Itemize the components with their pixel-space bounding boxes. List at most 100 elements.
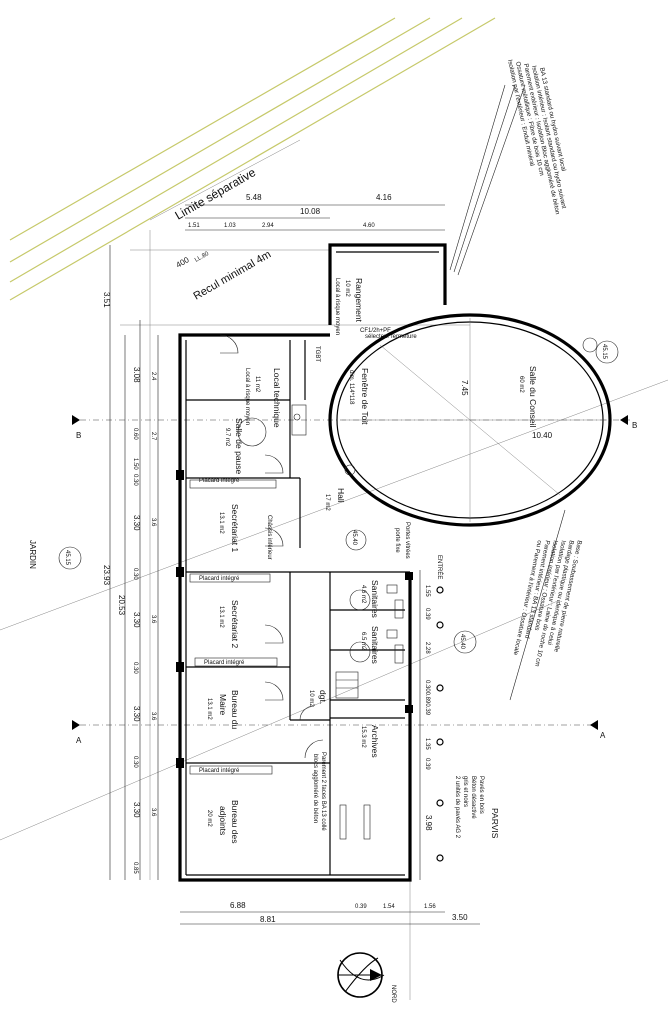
- dim-top-4-16: 4.16: [376, 193, 392, 202]
- parvis-label: PARVIS: [490, 808, 500, 839]
- room-labels: Rangement 10 m2 Local à risque moyen Loc…: [199, 278, 553, 843]
- setback-400: 400: [175, 255, 192, 270]
- dim-bottom-6-88: 6.88: [230, 901, 246, 910]
- selecteur-label: sélecteur fermeture: [365, 334, 417, 340]
- portes-vitrees-label-2: porte fixe: [394, 528, 400, 553]
- dim-top-10-08: 10.08: [300, 207, 321, 216]
- section-b-left-label: B: [76, 431, 81, 440]
- dim-left-0-85: 0.85: [132, 862, 138, 874]
- portes-vitrees-label: Portes vitrées: [404, 522, 410, 559]
- dim-left-3-6c: 3.6: [150, 712, 156, 721]
- room-local-technique-area: 11 m2: [254, 376, 260, 393]
- section-a-right-label: A: [600, 731, 606, 740]
- building-walls: [176, 243, 447, 882]
- room-secretariat-2: Secrétariat 2: [230, 600, 240, 648]
- wall-notes-right: Base : Soubassement de pierre naturelle …: [509, 509, 583, 701]
- dim-right-1-55: 1.55: [424, 585, 430, 597]
- parvis-note-1: Pavés en bois: [478, 776, 484, 814]
- dim-top-5-48: 5.48: [246, 193, 262, 202]
- parement-label-2: blocs aggloméré de béton: [312, 754, 318, 823]
- bottom-dimension-chain: 6.88 8.81 0.39 1.54 1.56 3.50: [180, 901, 480, 925]
- dim-oval-7-45: 7.45: [460, 380, 469, 396]
- placard-4: Placard intégré: [199, 768, 240, 774]
- dim-left-0-30b: 0.30: [132, 568, 138, 580]
- dim-oval-10-40: 10.40: [532, 431, 553, 440]
- dim-left-2-7: 2.7: [150, 432, 156, 441]
- parvis-note-3: gris et noirs: [462, 776, 468, 807]
- room-archives-area: 15.3 m2: [360, 726, 366, 748]
- dim-top-2-94: 2.94: [262, 223, 274, 229]
- wall-notes-top: Isolation par l'extérieur : Enduit minér…: [449, 59, 567, 276]
- right-dimension-chain: 1.55 0.39 2.28 0.300.890.39 1.35 0.39 3.…: [419, 570, 433, 880]
- oval-council-room: [328, 313, 612, 527]
- dim-bottom-8-81: 8.81: [260, 915, 276, 924]
- level-marker-jardin: 45.15: [64, 550, 70, 566]
- dim-left-0-30c: 0.30: [132, 662, 138, 674]
- top-dimension-chain: 5.48 10.08 4.16 1.51 1.03 2.94 4.60: [185, 193, 445, 231]
- dim-right-2-28: 2.28: [424, 642, 430, 654]
- parement-label-1: Parement 2 faces BA 13 collé: [320, 752, 326, 831]
- property-limit-lines: [9, 17, 496, 301]
- room-local-technique-note: Local à risque moyen: [244, 368, 250, 425]
- room-sanitaires-2-area: 6.5 m2: [360, 632, 366, 651]
- room-bureau-des-adjoints-area: 20 m2: [206, 810, 212, 827]
- dim-left-3-08: 3.08: [132, 367, 141, 383]
- construction-lines: [0, 230, 668, 1000]
- room-fenetre-de-toit: Fenêtre de Toit: [360, 368, 370, 425]
- room-local-technique: Local technique: [272, 368, 282, 428]
- room-rangement-area: 10 m2: [344, 280, 350, 297]
- room-secretariat-2-area: 13.1 m2: [218, 606, 224, 628]
- room-hall-area: 17 m2: [324, 494, 330, 511]
- room-bureau-des-adjoints: Bureau des: [230, 800, 240, 843]
- dim-right-0-39a: 0.39: [424, 608, 430, 620]
- dim-left-3-6b: 3.6: [150, 615, 156, 624]
- dim-right-1-35: 1.35: [424, 738, 430, 750]
- room-bureau-des-adjoints-line2: adjoints: [218, 806, 228, 835]
- room-fenetre-de-toit-dims: dim. 114*118: [348, 370, 354, 405]
- room-bureau-du-maire-area: 13.1 m2: [206, 698, 212, 720]
- dim-left-0-60: 0.60: [132, 428, 138, 440]
- placard-1: Placard intégré: [199, 478, 240, 484]
- level-marker-parvis: 45.40: [459, 634, 465, 650]
- cf-label: CF1/2h+PF: [360, 328, 391, 334]
- dim-left-1-50: 1.50: [132, 458, 138, 470]
- dim-left-2-4: 2.4: [150, 372, 156, 381]
- room-sanitaires-2: Sanitaires: [370, 626, 380, 664]
- dim-left-3-30c: 3.30: [132, 706, 141, 722]
- section-b-right-label: B: [632, 421, 637, 430]
- setback-ll80: LL.80: [194, 251, 211, 264]
- dim-left-0-30d: 0.30: [132, 756, 138, 768]
- dim-left-3-6a: 3.6: [150, 518, 156, 527]
- dim-bottom-3-50: 3.50: [452, 913, 468, 922]
- dim-left-3-30a: 3.30: [132, 515, 141, 531]
- dim-top-1-03: 1.03: [224, 223, 236, 229]
- room-sanitaires-1-area: 4.6 m2: [360, 585, 366, 604]
- dim-left-3-51: 3.51: [102, 292, 111, 308]
- placard-3: Placard intégré: [204, 660, 245, 666]
- bollards: [436, 586, 444, 862]
- parvis-note-4: 2 unités de pavés AG 2: [454, 776, 460, 839]
- dim-left-3-30b: 3.30: [132, 612, 141, 628]
- dim-right-3-98: 3.98: [424, 815, 433, 831]
- placard-2: Placard intégré: [199, 576, 240, 582]
- jardin-label: JARDIN: [28, 540, 37, 569]
- north-label: NORD: [390, 985, 396, 1003]
- room-secretariat-1-area: 13.1 m2: [218, 512, 224, 534]
- room-bureau-du-maire: Bureau du: [230, 690, 240, 729]
- dim-bottom-1-56: 1.56: [424, 904, 436, 910]
- level-marker-top: 45.15: [601, 344, 607, 360]
- dim-top-1-51: 1.51: [188, 223, 200, 229]
- room-dgt: dgt.: [318, 690, 328, 704]
- round-window: [237, 417, 267, 447]
- room-dgt-area: 10 m2: [308, 690, 314, 707]
- room-salle-du-conseil-area: 60 m2: [518, 376, 524, 393]
- room-secretariat-1: Secrétariat 1: [230, 504, 240, 552]
- parvis-note-2: Béton désactivé: [470, 776, 476, 819]
- dim-top-4-60: 4.60: [363, 223, 375, 229]
- chassis-inferieur-label: Châssis inférieur: [266, 515, 272, 560]
- entree-label: ENTRÉE: [436, 555, 443, 579]
- room-hall: Hall: [336, 488, 346, 503]
- dim-right-0-39b: 0.39: [424, 758, 430, 770]
